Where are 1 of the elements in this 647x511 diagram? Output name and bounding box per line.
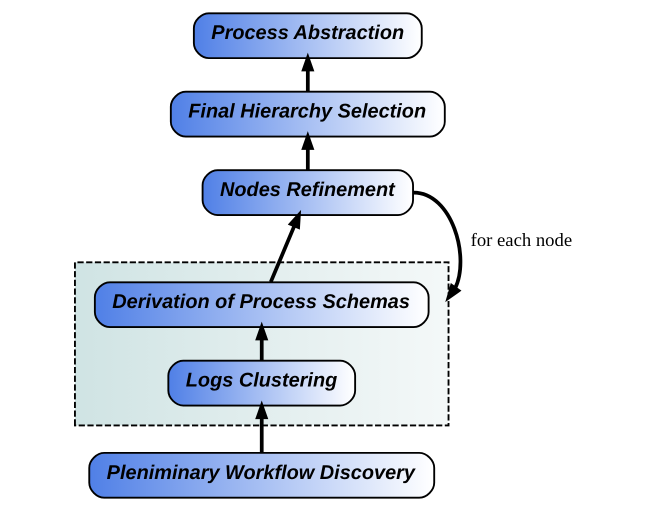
edge-label: for each node (470, 230, 572, 252)
